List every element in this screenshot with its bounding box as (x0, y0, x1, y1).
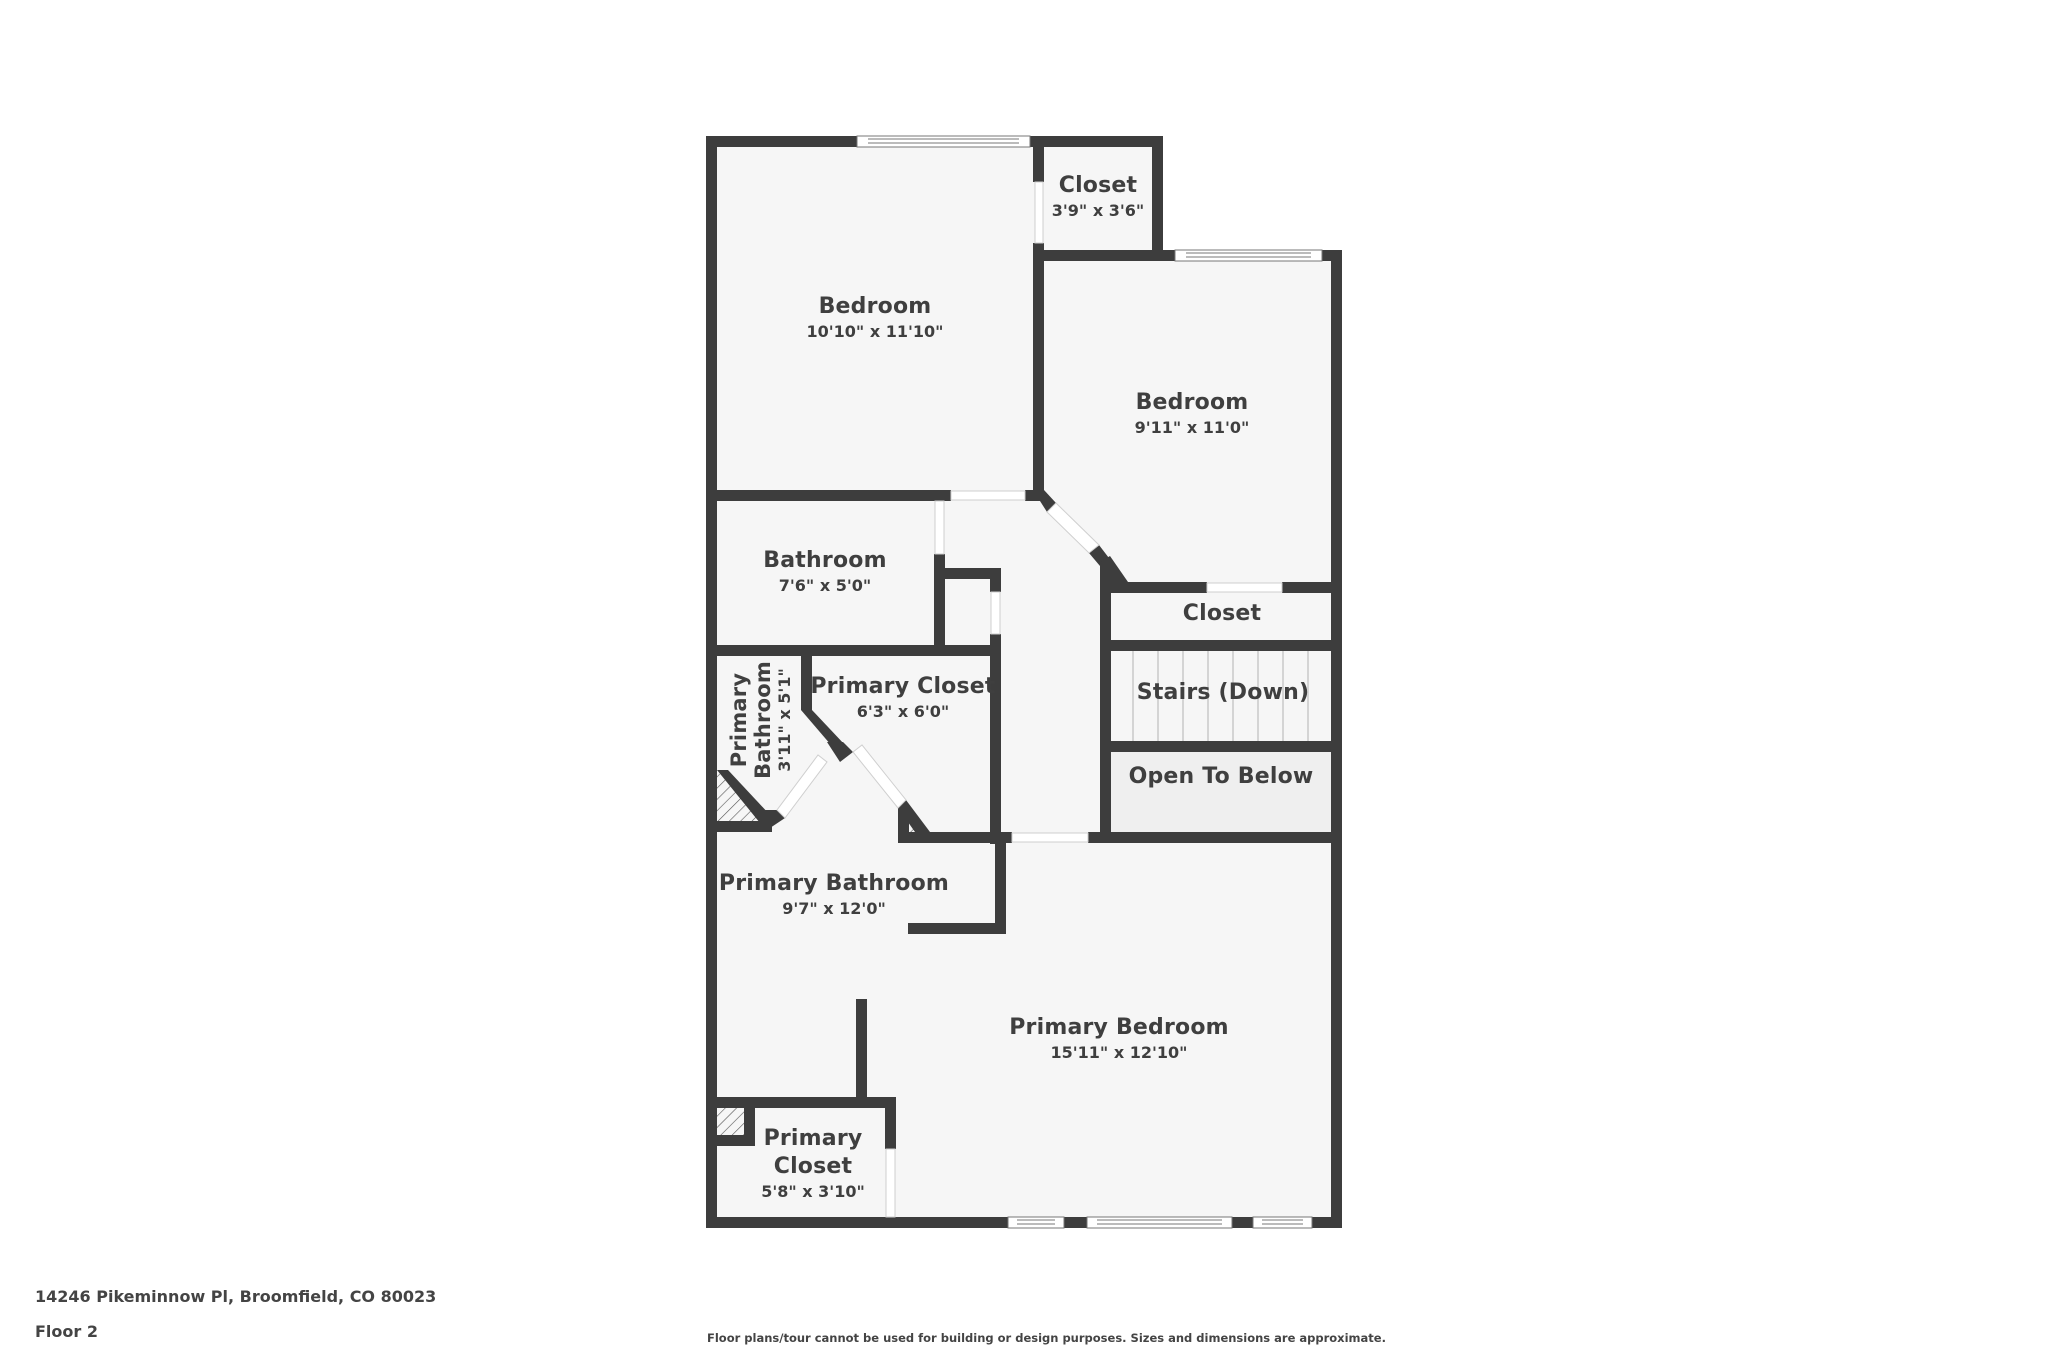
windows (856, 135, 1323, 1229)
room-name: Primary Closet (810, 674, 996, 699)
room-name: Stairs (Down) (1136, 680, 1310, 705)
room-dimensions: 9'7" x 12'0" (782, 899, 886, 918)
room-dimensions: 10'10" x 11'10" (806, 322, 944, 341)
doors (776, 181, 1283, 1218)
room-name: Bathroom (763, 548, 887, 573)
room-label-bedroom-2: Bedroom 9'11" x 11'0" (1135, 389, 1250, 439)
room-name: Primary Bathroom (718, 871, 950, 896)
room-label-primary-closet-2: Primary Closet 5'8" x 3'10" (761, 1125, 865, 1203)
room-dimensions: 9'11" x 11'0" (1134, 418, 1250, 437)
room-label-primary-bedroom: Primary Bedroom 15'11" x 12'10" (1009, 1014, 1229, 1064)
window-bedroom1 (856, 135, 1031, 148)
hatched-shaft-3 (717, 1108, 744, 1135)
window-bedroom2 (1174, 249, 1323, 262)
room-name: Closet (1182, 601, 1262, 626)
room-label-bathroom: Bathroom 7'6" x 5'0" (763, 547, 886, 597)
room-dimensions: 7'6" x 5'0" (778, 576, 872, 595)
room-label-bedroom-1: Bedroom 10'10" x 11'10" (807, 293, 944, 343)
room-dimensions: 5'8" x 3'10" (761, 1182, 865, 1201)
room-name-line2: Bathroom (751, 661, 775, 779)
room-name-line1: Primary (763, 1126, 863, 1151)
room-dimensions: 3'11" x 5'1" (775, 668, 794, 772)
window-primary-1 (1007, 1216, 1065, 1229)
room-label-primary-bathroom-small: Primary Bathroom 3'11" x 5'1" (727, 661, 795, 779)
room-name-line2: Closet (773, 1154, 853, 1179)
floor-fills (712, 141, 1337, 1223)
property-address: 14246 Pikeminnow Pl, Broomfield, CO 8002… (35, 1287, 437, 1306)
room-label-stairs: Stairs (Down) (1137, 679, 1309, 707)
room-name: Closet (1058, 173, 1138, 198)
room-label-closet-2: Closet (1183, 600, 1262, 628)
room-name: Bedroom (818, 294, 932, 319)
disclaimer-text: Floor plans/tour cannot be used for buil… (707, 1331, 1386, 1345)
room-dimensions: 3'9" x 3'6" (1051, 201, 1145, 220)
room-label-closet-1: Closet 3'9" x 3'6" (1052, 172, 1144, 222)
open-to-below-area (1111, 751, 1331, 834)
room-name: Primary Bedroom (1009, 1015, 1229, 1040)
window-primary-3 (1252, 1216, 1313, 1229)
room-name-line1: Primary (727, 672, 751, 768)
room-label-open-to-below: Open To Below (1129, 763, 1314, 791)
room-name: Open To Below (1128, 764, 1314, 789)
room-dimensions: 6'3" x 6'0" (856, 702, 950, 721)
room-label-primary-bathroom: Primary Bathroom 9'7" x 12'0" (719, 870, 949, 920)
room-name: Bedroom (1135, 390, 1249, 415)
room-dimensions: 15'11" x 12'10" (1050, 1043, 1188, 1062)
room-label-primary-closet-1: Primary Closet 6'3" x 6'0" (810, 673, 995, 723)
floor-label: Floor 2 (35, 1322, 98, 1341)
window-primary-2 (1086, 1216, 1233, 1229)
